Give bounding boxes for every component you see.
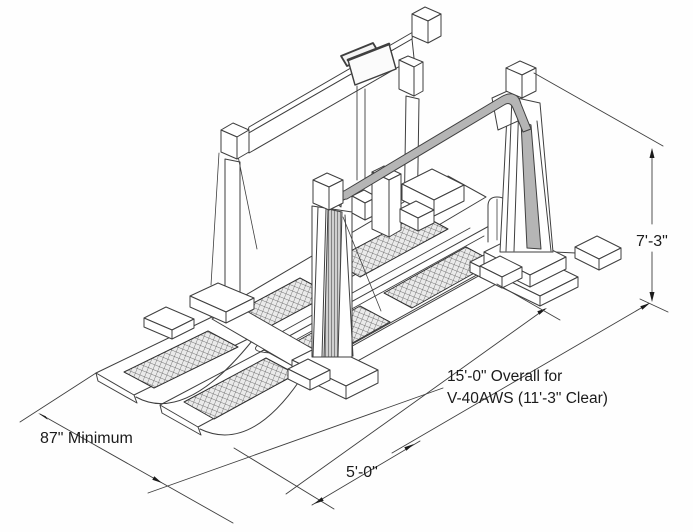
wash-arch bbox=[311, 60, 554, 358]
rear-gantry-frame bbox=[210, 6, 442, 300]
dimension-labels: 7'-3" 15'-0" Overall for V-40AWS (11'-3"… bbox=[40, 233, 668, 481]
base-blocks-and-equipment bbox=[143, 165, 622, 400]
overall-dimension-label-line1: 15'-0" Overall for bbox=[447, 368, 562, 385]
overall-dimension-label-line2: V-40AWS (11'-3" Clear) bbox=[447, 390, 608, 407]
dimension-annotations bbox=[19, 72, 669, 524]
track-width-dimension-label: 5'-0" bbox=[346, 464, 378, 481]
approach-dimension-label: 87" Minimum bbox=[40, 430, 133, 447]
height-dimension-label: 7'-3" bbox=[636, 233, 668, 250]
